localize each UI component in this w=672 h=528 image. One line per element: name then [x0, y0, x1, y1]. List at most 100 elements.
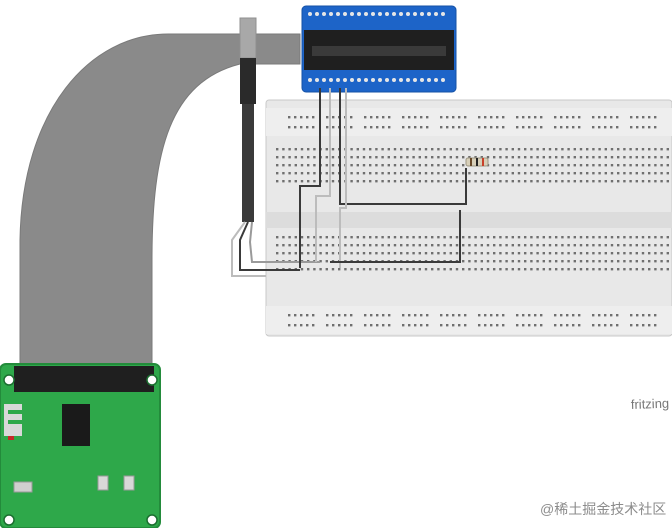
breadboard-hole — [307, 172, 310, 175]
breadboard-hole — [610, 314, 613, 317]
breadboard-hole — [362, 164, 366, 167]
breadboard-hole — [654, 260, 657, 263]
breadboard-hole — [648, 148, 651, 151]
breadboard-hole — [604, 156, 607, 159]
breadboard-hole — [654, 252, 657, 255]
breadboard-hole — [642, 116, 645, 119]
breadboard-hole — [400, 236, 403, 239]
breadboard-hole — [592, 172, 595, 175]
breadboard-hole — [406, 156, 409, 159]
breadboard-hole — [572, 116, 575, 119]
breadboard-hole — [648, 252, 651, 255]
breadboard-hole — [579, 148, 583, 151]
wire-dark — [339, 88, 467, 205]
breadboard-hole — [666, 268, 669, 271]
breadboard-hole — [431, 268, 434, 271]
breadboard-hole — [635, 148, 638, 151]
breadboard-hole — [282, 252, 285, 255]
breadboard-hole — [648, 164, 651, 167]
breadboard-hole — [516, 126, 519, 129]
breadboard-hole — [331, 172, 335, 175]
breadboard-hole — [282, 236, 285, 239]
breakout-pin — [357, 78, 361, 82]
breadboard-hole — [369, 236, 372, 239]
breadboard-hole — [282, 156, 285, 159]
breadboard-hole — [586, 172, 589, 175]
breadboard-hole — [414, 126, 417, 129]
breakout-pin — [420, 78, 424, 82]
breadboard-hole — [449, 236, 452, 239]
breadboard-hole — [458, 116, 461, 119]
breadboard-hole — [387, 172, 390, 175]
breadboard-hole — [579, 252, 583, 255]
breadboard-hole — [402, 116, 405, 119]
breadboard-hole — [370, 314, 373, 317]
breakout-pin — [315, 78, 319, 82]
breadboard-hole — [561, 244, 564, 247]
breadboard-hole — [288, 324, 291, 327]
breadboard-hole — [313, 252, 316, 255]
probe-lead — [239, 221, 300, 271]
breadboard-hole — [325, 260, 328, 263]
breadboard-hole — [369, 148, 372, 151]
breadboard-hole — [332, 324, 335, 327]
breadboard-hole — [486, 260, 490, 263]
breadboard-hole — [319, 236, 322, 239]
breadboard-hole — [517, 268, 521, 271]
breadboard-hole — [536, 244, 539, 247]
breadboard-hole — [462, 180, 465, 183]
breadboard-hole — [387, 236, 390, 239]
breadboard-hole — [554, 324, 557, 327]
breadboard-hole — [276, 244, 279, 247]
probe-lead — [248, 221, 320, 263]
breadboard-hole — [449, 244, 452, 247]
breadboard-hole — [629, 252, 632, 255]
breadboard-hole — [455, 164, 459, 167]
breadboard-hole — [598, 268, 601, 271]
breadboard-hole — [629, 244, 632, 247]
breadboard-hole — [449, 252, 452, 255]
breadboard-hole — [306, 126, 309, 129]
breadboard-hole — [641, 236, 645, 239]
breadboard-hole — [426, 324, 429, 327]
breadboard-hole — [294, 236, 297, 239]
breadboard-hole — [530, 252, 533, 255]
breadboard-hole — [604, 260, 607, 263]
breadboard-hole — [548, 260, 552, 263]
breadboard-hole — [528, 116, 531, 119]
breadboard-hole — [370, 116, 373, 119]
breadboard-hole — [536, 156, 539, 159]
breadboard-hole — [648, 156, 651, 159]
wire-dark — [299, 88, 321, 268]
breadboard-hole — [420, 116, 423, 119]
breadboard-hole — [400, 156, 403, 159]
breadboard-hole — [490, 324, 493, 327]
breadboard-hole — [484, 314, 487, 317]
breadboard-hole — [530, 148, 533, 151]
breadboard-hole — [478, 126, 481, 129]
breadboard-hole — [350, 148, 353, 151]
breadboard-hole — [418, 156, 421, 159]
breadboard-hole — [468, 260, 471, 263]
breadboard-hole — [592, 164, 595, 167]
breadboard-hole — [536, 172, 539, 175]
breadboard-hole — [524, 148, 527, 151]
breadboard-hole — [502, 116, 505, 119]
breadboard-hole — [528, 314, 531, 317]
breadboard-hole — [573, 148, 576, 151]
breadboard-hole — [648, 244, 651, 247]
breadboard-hole — [480, 268, 483, 271]
breadboard-hole — [530, 260, 533, 263]
breadboard-hole — [528, 324, 531, 327]
breadboard-hole — [573, 268, 576, 271]
breadboard-hole — [356, 180, 359, 183]
breadboard-hole — [660, 244, 663, 247]
breadboard-hole — [350, 314, 353, 317]
breadboard-hole — [641, 268, 645, 271]
breadboard-hole — [478, 324, 481, 327]
breadboard-hole — [344, 314, 347, 317]
breadboard-hole — [478, 116, 481, 119]
breadboard-hole — [276, 180, 279, 183]
breadboard-hole — [480, 172, 483, 175]
breadboard-hole — [449, 148, 452, 151]
